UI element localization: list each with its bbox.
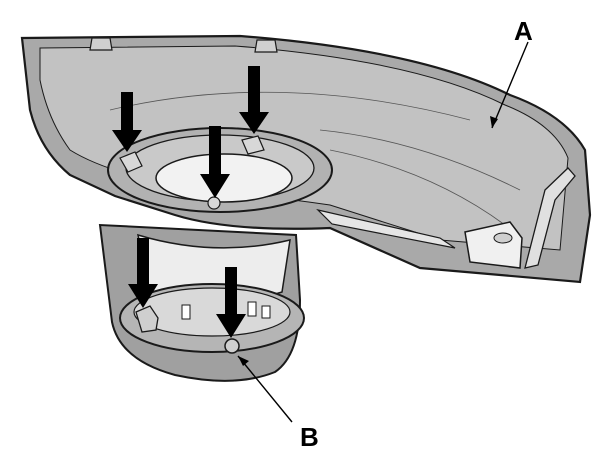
down-arrow-icon — [216, 267, 246, 338]
leader-line-a — [491, 41, 529, 129]
lower-clip-left — [135, 305, 159, 333]
rim-boss — [254, 39, 278, 53]
ring-clip — [241, 135, 265, 155]
upper-housing — [20, 34, 592, 284]
callout-a-group: A — [490, 16, 533, 129]
ring-clip — [119, 151, 143, 173]
down-arrow-icon — [239, 66, 269, 134]
lower-flange-inner — [133, 287, 291, 337]
lower-slot — [261, 305, 271, 319]
leader-arrowhead-a — [490, 116, 498, 128]
lower-housing — [98, 223, 305, 382]
lower-slot — [181, 304, 191, 320]
lower-clip-b — [224, 338, 240, 354]
callout-label-b: B — [300, 422, 319, 452]
leader-line-b — [237, 355, 293, 423]
contour-line — [109, 91, 471, 121]
contour-line — [329, 149, 506, 226]
leader-arrowhead-b — [238, 356, 249, 366]
callout-label-a: A — [514, 16, 533, 46]
down-arrow-icon — [112, 92, 142, 152]
channel-strip — [316, 208, 456, 249]
arrows — [112, 66, 269, 338]
callout-b-group: B — [237, 355, 319, 452]
lower-slot — [247, 301, 257, 317]
rear-bracket-boss — [493, 232, 513, 244]
ring-clip-center — [207, 196, 221, 210]
down-arrow-icon — [200, 126, 230, 198]
contour-line — [319, 129, 521, 191]
rim-boss — [89, 37, 113, 51]
rear-tab — [524, 167, 576, 269]
down-arrow-icon — [128, 238, 158, 308]
